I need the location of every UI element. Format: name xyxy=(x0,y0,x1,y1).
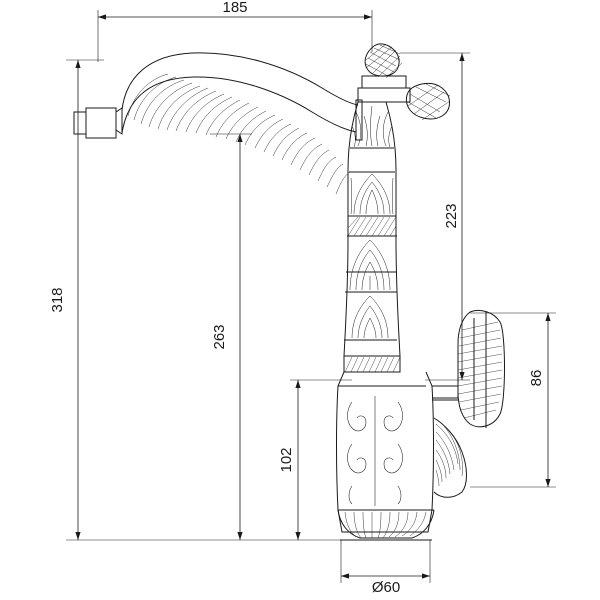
dimension-label-185: 185 xyxy=(222,0,247,16)
dimension-lines xyxy=(75,14,551,579)
dimension-label-base-diameter: Ø60 xyxy=(372,579,400,596)
dimension-label-223: 223 xyxy=(443,203,460,228)
dimension-label-318: 318 xyxy=(49,287,66,312)
extension-lines xyxy=(66,10,556,583)
dimension-label-263: 263 xyxy=(211,324,228,349)
faucet-outline xyxy=(73,43,505,541)
dimension-label-86: 86 xyxy=(528,370,545,387)
dimension-label-102: 102 xyxy=(278,447,295,472)
